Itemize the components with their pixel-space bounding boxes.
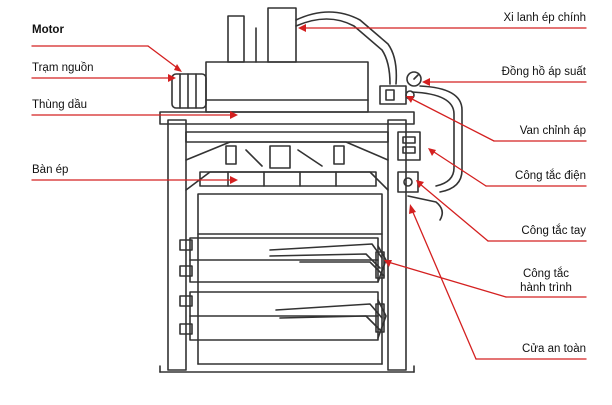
- label-power-unit: Trạm nguồn: [32, 62, 94, 74]
- label-pressure-valve: Van chỉnh áp: [519, 125, 586, 137]
- main-cylinder: [227, 7, 297, 63]
- hand-switch: [397, 171, 419, 193]
- oil-tank: [205, 61, 369, 113]
- label-hand-switch: Công tắc tay: [521, 225, 586, 237]
- label-press-plate: Bàn ép: [32, 164, 69, 176]
- machine-frame: [159, 111, 415, 373]
- label-main-cylinder: Xi lanh ép chính: [503, 12, 586, 24]
- label-pressure-gauge: Đồng hồ áp suất: [501, 66, 586, 78]
- limit-switch-levers: [269, 243, 385, 333]
- label-power-switch: Công tắc điện: [515, 170, 586, 182]
- leader-lines: [31, 24, 587, 360]
- safety-door: [179, 237, 387, 341]
- hydraulic-pipes: [295, 11, 463, 221]
- electrical-box: [397, 131, 421, 161]
- label-oil-tank: Thùng dầu: [32, 99, 87, 111]
- pressure-gauge: [406, 71, 422, 87]
- label-motor: Motor: [32, 24, 64, 36]
- label-safety-door: Cửa an toàn: [522, 343, 586, 355]
- label-limit-switch-line1: Công tắc: [522, 268, 570, 280]
- press-platen: [185, 141, 389, 191]
- pressure-valve: [379, 85, 415, 105]
- motor: [171, 73, 207, 109]
- press-chamber: [197, 193, 383, 365]
- label-limit-switch-line2: hành trình: [520, 282, 572, 294]
